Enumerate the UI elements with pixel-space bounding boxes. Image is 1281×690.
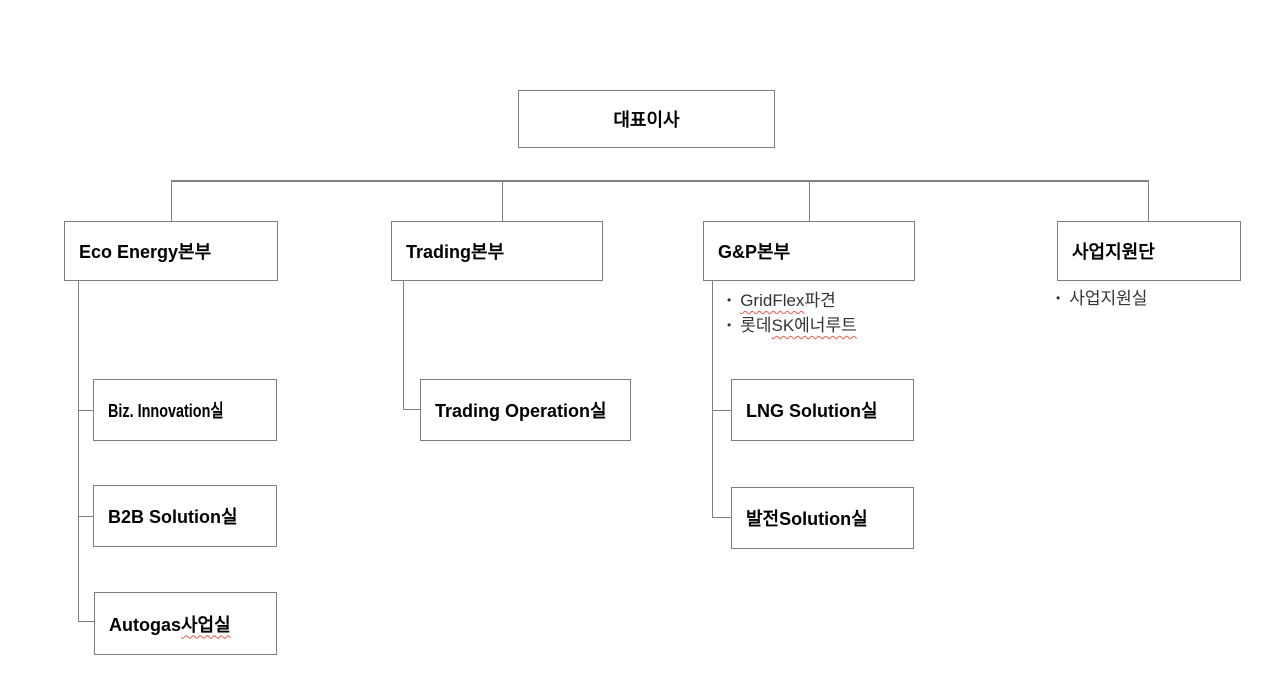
team-label-lng-solution: LNG Solution실 <box>746 401 878 421</box>
gp-note-lotte: • 롯데SK에너루트 <box>727 314 857 339</box>
division-label-business-support: 사업지원단 <box>1072 242 1155 262</box>
business-support-notes: • 사업지원실 <box>1056 287 1147 312</box>
division-label-trading: Trading본부 <box>406 242 505 262</box>
bullet-icon: • <box>1056 291 1061 305</box>
team-label-b2b-solution: B2B Solution실 <box>108 507 238 527</box>
division-label-eco-energy: Eco Energy본부 <box>79 242 212 262</box>
connector-trading-vertical <box>402 281 404 410</box>
misspelled-word: 사업실 <box>181 614 231 635</box>
connector-top-horizontal <box>171 180 1149 182</box>
business-support-note: • 사업지원실 <box>1056 287 1147 312</box>
team-box-power-solution: 발전Solution실 <box>731 487 914 549</box>
team-label-biz-innovation: Biz. Innovation실 <box>108 401 224 421</box>
bullet-icon: • <box>727 293 732 307</box>
connector-drop-support <box>1147 180 1149 221</box>
division-box-eco-energy: Eco Energy본부 <box>64 221 278 281</box>
business-support-note-text: 사업지원실 <box>1069 289 1148 308</box>
connector-drop-gp <box>808 180 810 221</box>
team-box-lng-solution: LNG Solution실 <box>731 379 914 441</box>
team-label-autogas: Autogas사업실 <box>109 614 231 635</box>
connector-eco-stub-1 <box>77 409 94 411</box>
gp-notes: • GridFlex파견 • 롯데SK에너루트 <box>727 289 857 339</box>
ceo-label: 대표이사 <box>613 110 680 130</box>
connector-gp-vertical <box>711 281 713 518</box>
ceo-box: 대표이사 <box>518 90 775 148</box>
division-label-gp: G&P본부 <box>718 242 791 262</box>
misspelled-word: GridFlex <box>740 291 805 310</box>
team-box-trading-operation: Trading Operation실 <box>420 379 631 441</box>
division-box-trading: Trading본부 <box>391 221 603 281</box>
misspelled-word: SK에너루트 <box>771 316 857 335</box>
bullet-icon: • <box>727 318 732 332</box>
division-box-gp: G&P본부 <box>703 221 915 281</box>
connector-trading-stub <box>402 408 421 410</box>
team-label-power-solution: 발전Solution실 <box>746 509 868 529</box>
gp-note-lotte-text: 롯데SK에너루트 <box>740 316 857 335</box>
connector-gp-stub-2 <box>711 516 732 518</box>
connector-gp-stub-1 <box>711 409 732 411</box>
connector-eco-vertical <box>77 281 79 622</box>
gp-note-gridflex: • GridFlex파견 <box>727 289 857 314</box>
team-box-b2b-solution: B2B Solution실 <box>93 485 277 547</box>
connector-drop-trading <box>501 180 503 221</box>
team-label-trading-operation: Trading Operation실 <box>435 401 607 421</box>
team-box-biz-innovation: Biz. Innovation실 <box>93 379 277 441</box>
division-box-business-support: 사업지원단 <box>1057 221 1241 281</box>
gp-note-gridflex-text: GridFlex파견 <box>740 291 836 310</box>
connector-eco-stub-2 <box>77 515 94 517</box>
team-box-autogas: Autogas사업실 <box>94 592 277 655</box>
connector-eco-stub-3 <box>77 620 95 622</box>
connector-drop-eco <box>170 180 172 221</box>
